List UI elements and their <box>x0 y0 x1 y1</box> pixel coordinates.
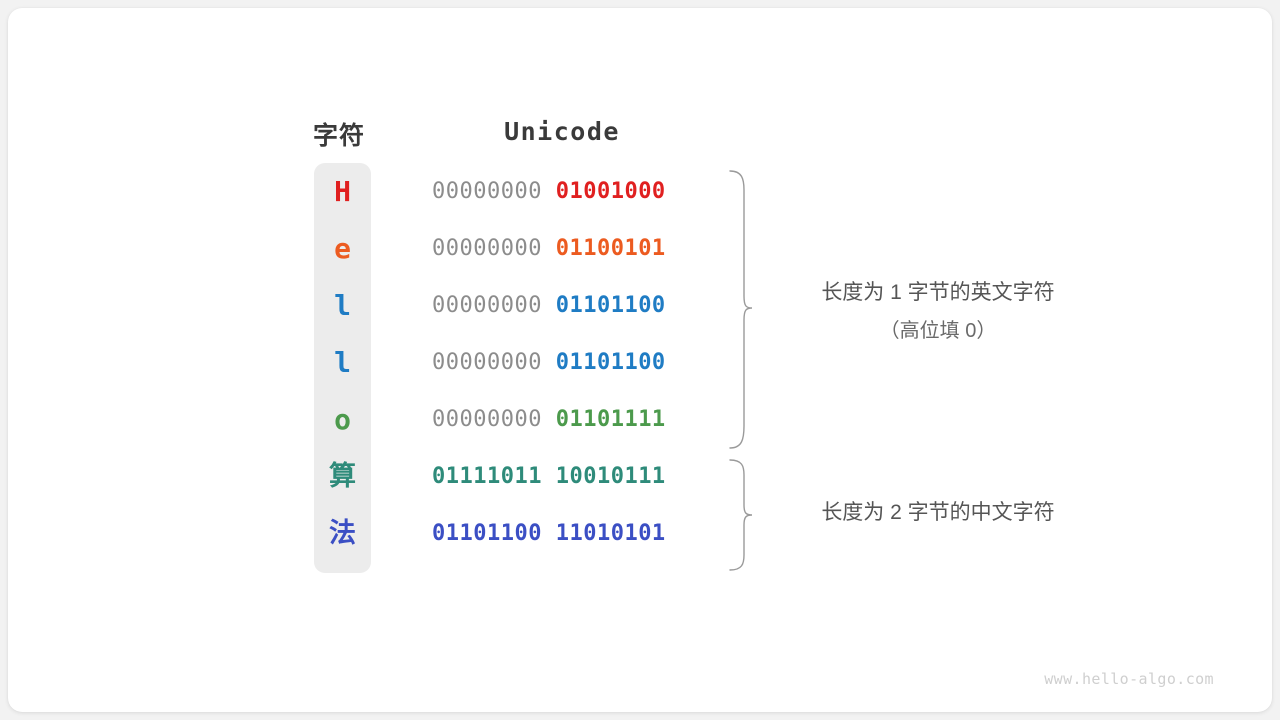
row-low-byte: 10010111 <box>555 464 666 489</box>
encoding-row: H 00000000 01001000 <box>8 163 768 220</box>
encoding-row: l 00000000 01101100 <box>8 277 768 334</box>
byte-separator <box>542 407 556 432</box>
row-low-byte: 01101111 <box>555 407 666 432</box>
row-unicode-bits: 00000000 01101100 <box>432 277 694 334</box>
annotation-one-byte: 长度为 1 字节的英文字符 （高位填 0） <box>768 276 1108 343</box>
encoding-row: o 00000000 01101111 <box>8 391 768 448</box>
row-unicode-bits: 00000000 01101111 <box>432 391 694 448</box>
encoding-row: l 00000000 01101100 <box>8 334 768 391</box>
row-high-byte: 00000000 <box>432 236 542 261</box>
byte-separator <box>542 293 556 318</box>
encoding-row: e 00000000 01100101 <box>8 220 768 277</box>
row-high-byte: 00000000 <box>432 293 542 318</box>
row-character: l <box>334 289 351 322</box>
row-character: 法 <box>329 518 356 549</box>
row-low-byte: 01100101 <box>555 236 666 261</box>
annotation-one-byte-text: 长度为 1 字节的英文字符 <box>821 281 1055 304</box>
row-character: H <box>334 175 351 208</box>
character-column-panel <box>314 163 371 573</box>
row-unicode-bits: 00000000 01101100 <box>432 334 694 391</box>
byte-separator <box>542 464 556 489</box>
row-low-byte: 01101100 <box>555 293 666 318</box>
column-header-character: 字符 <box>312 122 365 150</box>
byte-separator <box>542 236 556 261</box>
row-low-byte: 01001000 <box>555 179 666 204</box>
byte-separator <box>542 350 556 375</box>
row-unicode-bits: 00000000 01001000 <box>432 163 694 220</box>
encoding-row: 法 01101100 11010101 <box>8 505 768 562</box>
row-unicode-bits: 01111011 10010111 <box>432 448 694 505</box>
row-low-byte: 11010101 <box>555 521 666 546</box>
unicode-encoding-figure: 字符 Unicode H 00000000 01001000 e 00000000 0… <box>8 8 1272 712</box>
row-character: e <box>334 232 351 265</box>
row-high-byte: 00000000 <box>432 179 542 204</box>
column-header-unicode: Unicode <box>504 117 620 146</box>
row-high-byte: 00000000 <box>432 407 542 432</box>
row-high-byte: 01101100 <box>432 521 542 546</box>
row-unicode-bits: 01101100 11010101 <box>432 505 694 562</box>
annotation-two-byte: 长度为 2 字节的中文字符 <box>768 496 1108 526</box>
row-high-byte: 00000000 <box>432 350 542 375</box>
row-high-byte: 01111011 <box>432 464 542 489</box>
row-character: o <box>334 403 351 436</box>
row-character: l <box>334 346 351 379</box>
annotation-two-byte-text: 长度为 2 字节的中文字符 <box>821 501 1055 524</box>
byte-separator <box>542 521 556 546</box>
byte-separator <box>542 179 556 204</box>
row-unicode-bits: 00000000 01100101 <box>432 220 694 277</box>
annotation-one-byte-subtext: （高位填 0） <box>879 320 997 342</box>
row-low-byte: 01101100 <box>555 350 666 375</box>
figure-card: 字符 Unicode H 00000000 01001000 e 00000000 0… <box>8 8 1272 712</box>
encoding-row: 算 01111011 10010111 <box>8 448 768 505</box>
watermark: www.hello-algo.com <box>1044 670 1214 688</box>
row-character: 算 <box>329 461 356 492</box>
